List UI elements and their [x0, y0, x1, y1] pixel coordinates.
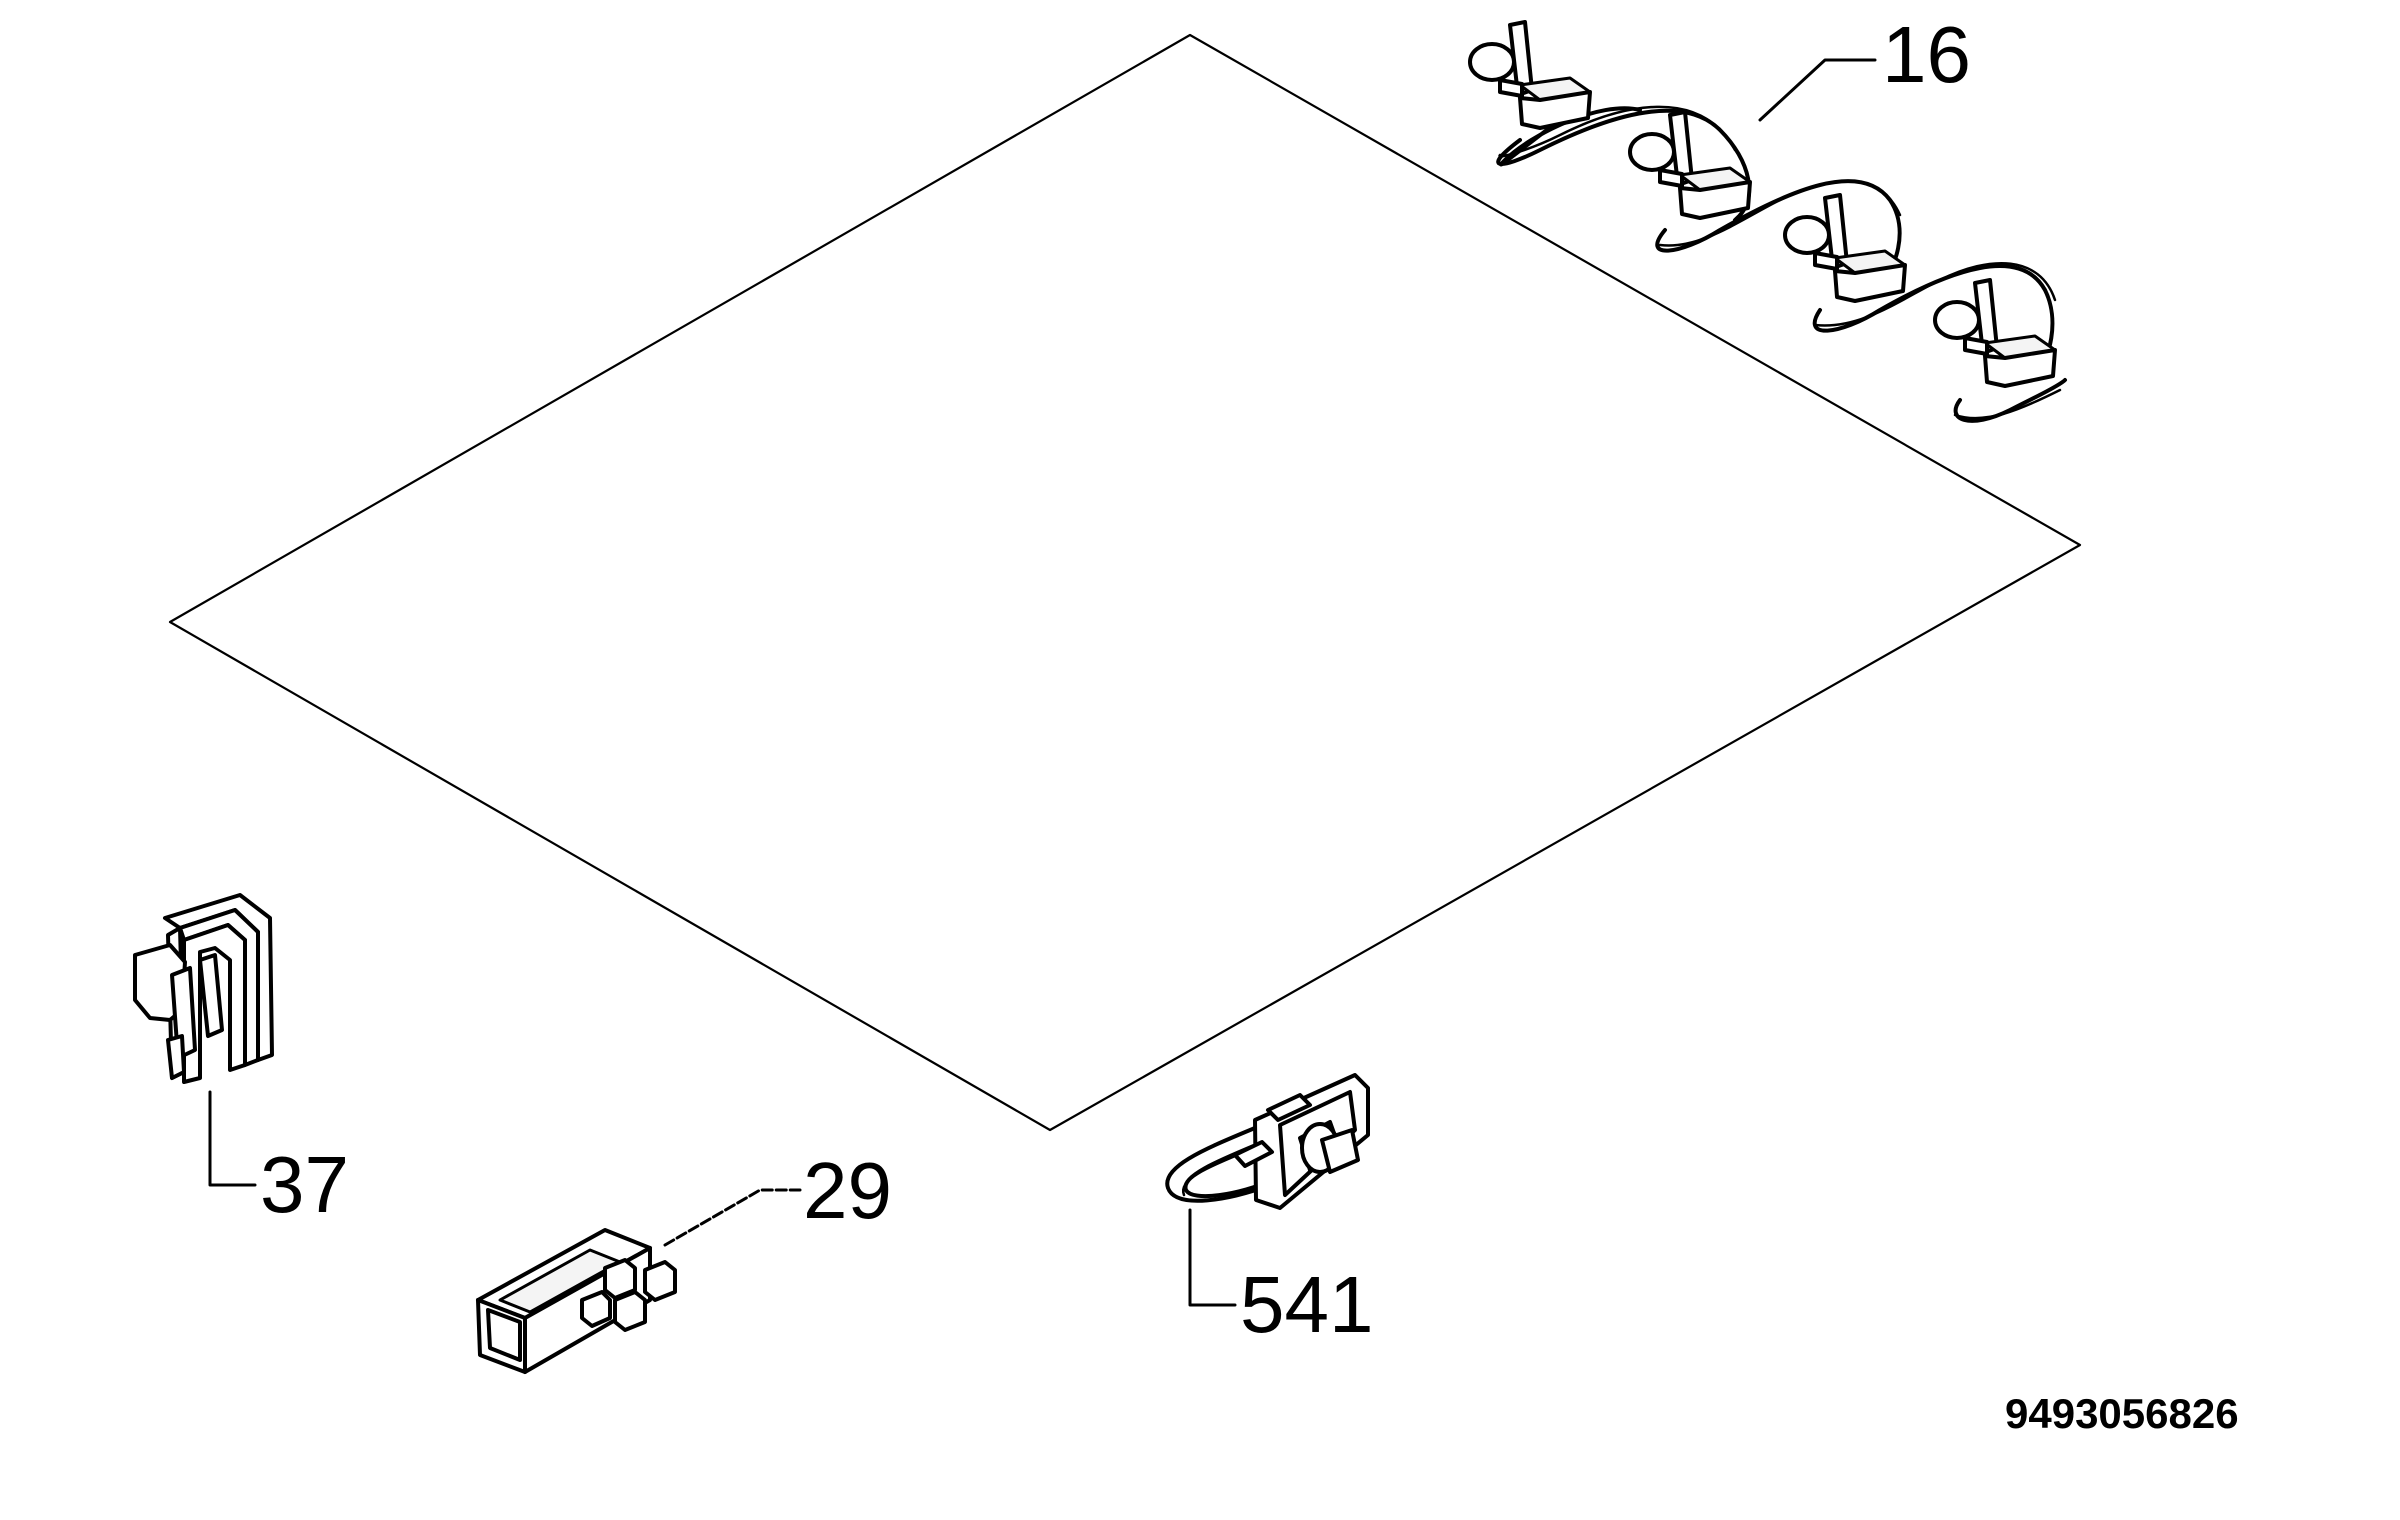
callout-29: 29 — [803, 1146, 892, 1235]
connector-chain-part-16 — [1468, 20, 2067, 423]
callout-541: 541 — [1240, 1260, 1373, 1349]
document-number: 9493056826 — [2005, 1390, 2239, 1437]
switch-part-29 — [476, 1228, 677, 1374]
callout-16: 16 — [1882, 10, 1971, 99]
callout-37: 37 — [260, 1140, 349, 1229]
module-part-541 — [1165, 1073, 1370, 1210]
cooktop-glass-panel — [168, 33, 2082, 1132]
bracket-part-37 — [133, 893, 274, 1084]
leader-line-29 — [663, 1188, 802, 1247]
leader-line-37 — [208, 1090, 257, 1187]
leader-line-16 — [1758, 58, 1877, 122]
leader-line-541 — [1188, 1208, 1237, 1307]
